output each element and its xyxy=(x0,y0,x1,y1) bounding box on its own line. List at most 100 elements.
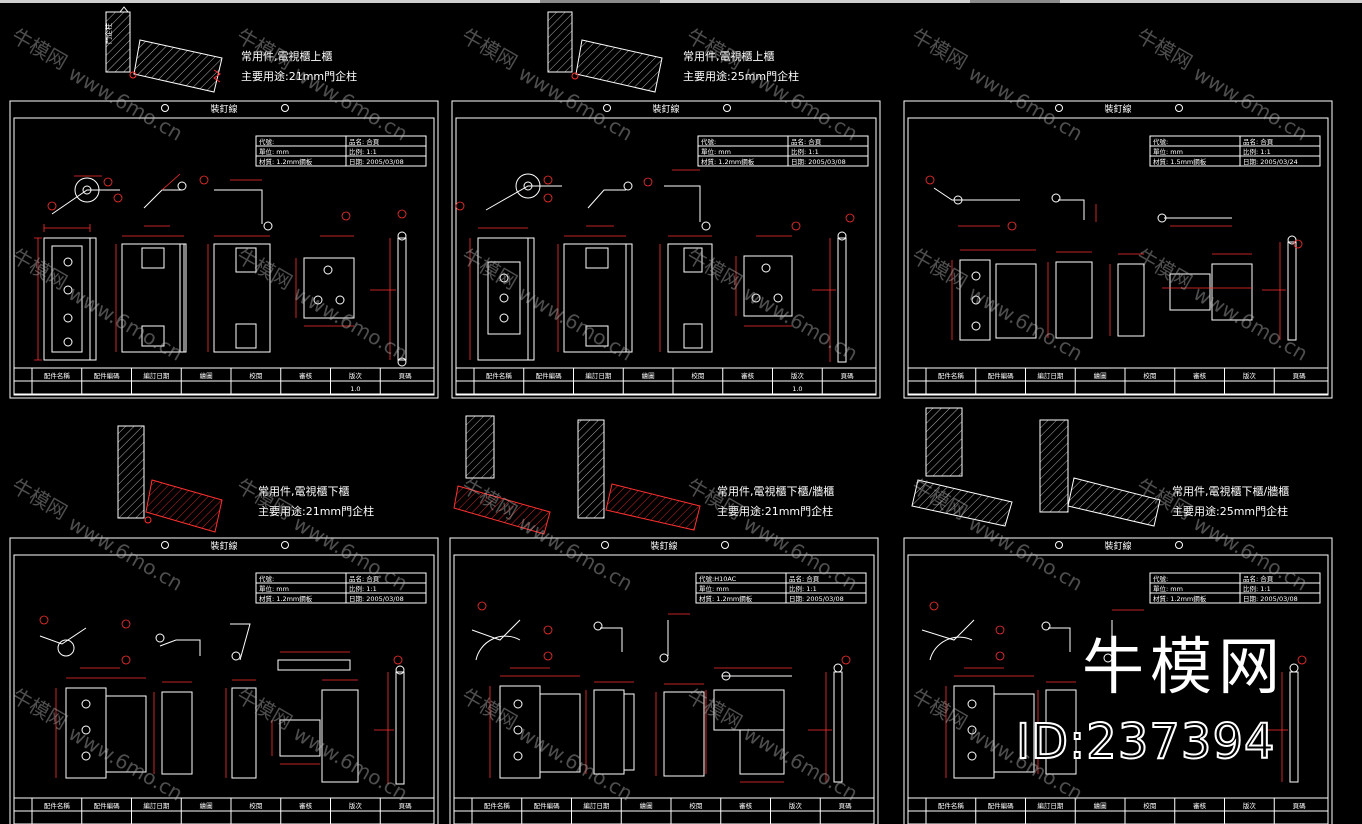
caption-6: 常用件,電視櫃下櫃/牆櫃 主要用途:25mm門企柱 xyxy=(1172,484,1289,518)
watermark-cn: 牛模网 xyxy=(233,244,297,295)
title-scale: 比例: 1:1 xyxy=(791,147,819,156)
title-unit: 單位: mm xyxy=(701,147,731,156)
svg-text:常用件,電視櫃上櫃: 常用件,電視櫃上櫃 xyxy=(683,49,775,63)
footer-label: 版次 xyxy=(1243,371,1257,380)
watermark-cn: 牛模网 xyxy=(8,244,72,295)
svg-text:主要用途:25mm門企柱: 主要用途:25mm門企柱 xyxy=(683,69,799,83)
caption-sketch-6b xyxy=(1039,419,1161,527)
svg-text:常用件,電視櫃上櫃: 常用件,電視櫃上櫃 xyxy=(241,49,333,63)
footer-label: 繪圖 xyxy=(642,371,655,380)
watermark-cn: 牛模网 xyxy=(1133,24,1197,75)
title-code: 代號: xyxy=(1153,574,1168,583)
footer-label: 繪圖 xyxy=(200,801,213,810)
title-scale: 比例: 1:1 xyxy=(1243,584,1271,593)
footer-label: 配件編碼 xyxy=(534,801,561,810)
watermark-cn: 牛模网 xyxy=(233,684,297,735)
binding-hole xyxy=(1055,104,1063,112)
title-code: 代號:H10AC xyxy=(699,574,737,583)
title-code: 代號: xyxy=(1153,137,1168,146)
watermark-logo: 牛模网 xyxy=(1082,630,1287,703)
watermark-url: www.6mo.cn xyxy=(64,721,187,806)
sheet-inner-border xyxy=(907,117,1329,396)
footer-table: 配件名稱配件編碼編訂日期繪圖校閱審核版次頁碼 xyxy=(907,367,1329,395)
sheet-3-parts xyxy=(933,187,1297,341)
footer-label: 配件名稱 xyxy=(486,371,513,380)
watermark-url: www.6mo.cn xyxy=(739,721,862,806)
footer-label: 版次 xyxy=(349,801,363,810)
footer-label: 校閱 xyxy=(689,801,702,810)
sheet-5-dims xyxy=(477,601,851,783)
footer-label: 版次 xyxy=(1243,801,1257,810)
caption-sketch-5b xyxy=(577,419,701,531)
sheet-5-parts xyxy=(471,619,843,783)
watermark-cn: 牛模网 xyxy=(8,474,72,525)
footer-label: 校閱 xyxy=(691,371,704,380)
footer-label: 繪圖 xyxy=(1094,801,1107,810)
window-edge xyxy=(0,0,1362,3)
watermark-url: www.6mo.cn xyxy=(964,61,1087,146)
sheet-header: 裝釘線 xyxy=(1104,103,1131,115)
sheet-border xyxy=(9,100,439,399)
svg-text:主要用途:21mm門企柱: 主要用途:21mm門企柱 xyxy=(717,504,833,518)
footer-label: 頁碼 xyxy=(399,802,413,810)
svg-text:常用件,電視櫃下櫃/牆櫃: 常用件,電視櫃下櫃/牆櫃 xyxy=(717,484,834,498)
footer-label: 審核 xyxy=(1193,801,1207,810)
footer-table: 配件名稱配件編碼編訂日期繪圖校閱審核版次頁碼 xyxy=(453,797,875,824)
title-code: 代號: xyxy=(701,137,716,146)
title-material: 材質: 1.2mm鋼板 xyxy=(259,157,313,166)
binding-hole xyxy=(281,104,289,112)
sheet-6-dims xyxy=(929,601,1307,782)
watermark-url: www.6mo.cn xyxy=(1189,61,1312,146)
footer-label: 配件編碼 xyxy=(536,371,563,380)
footer-label: 頁碼 xyxy=(399,372,413,380)
footer-label: 審核 xyxy=(1193,371,1207,380)
title-code: 代號: xyxy=(259,137,274,146)
title-name: 品名: 合頁 xyxy=(1243,574,1274,583)
footer-table: 配件名稱配件編碼編訂日期繪圖校閱審核版次頁碼1.0 xyxy=(13,367,435,395)
footer-label: 版次 xyxy=(349,371,363,380)
sheet-3-dims xyxy=(925,175,1303,340)
title-name: 品名: 合頁 xyxy=(349,574,380,583)
caption-4: 常用件,電視櫃下櫃 主要用途:21mm門企柱 xyxy=(258,484,374,518)
title-unit: 單位: mm xyxy=(259,584,289,593)
caption-2: 常用件,電視櫃上櫃 主要用途:25mm門企柱 xyxy=(683,49,799,83)
title-code: 代號: xyxy=(259,574,274,583)
watermark-url: www.6mo.cn xyxy=(964,511,1087,596)
sheet-4-dims xyxy=(39,615,403,784)
sheet-header: 裝釘線 xyxy=(1104,540,1131,552)
title-date: 日期: 2005/03/08 xyxy=(791,158,846,166)
title-name: 品名: 合頁 xyxy=(349,137,380,146)
title-name: 品名: 合頁 xyxy=(1243,137,1274,146)
footer-label: 配件名稱 xyxy=(484,801,511,810)
sheet-border xyxy=(903,100,1333,399)
watermark-cn: 牛模网 xyxy=(8,684,72,735)
title-date: 日期: 2005/03/24 xyxy=(1243,158,1298,166)
sheet-border xyxy=(449,537,879,824)
footer-label: 版次 xyxy=(789,801,803,810)
footer-label: 校閱 xyxy=(1143,801,1156,810)
svg-text:主要用途:25mm門企柱: 主要用途:25mm門企柱 xyxy=(1172,504,1288,518)
binding-hole xyxy=(1055,541,1063,549)
title-name: 品名: 合頁 xyxy=(791,137,822,146)
title-scale: 比例: 1:1 xyxy=(1243,147,1271,156)
footer-label: 版次 xyxy=(791,371,805,380)
footer-label: 校閱 xyxy=(249,801,262,810)
footer-label: 配件名稱 xyxy=(938,801,965,810)
watermark-cn: 牛模网 xyxy=(908,24,972,75)
title-unit: 單位: mm xyxy=(259,147,289,156)
watermark-cn: 牛模网 xyxy=(458,244,522,295)
title-scale: 比例: 1:1 xyxy=(349,584,377,593)
footer-label: 編訂日期 xyxy=(143,801,170,810)
title-material: 材質: 1.2mm鋼板 xyxy=(259,594,313,603)
binding-hole xyxy=(281,541,289,549)
side-label: 門企柱 xyxy=(104,23,113,44)
watermark-url: www.6mo.cn xyxy=(64,281,187,366)
